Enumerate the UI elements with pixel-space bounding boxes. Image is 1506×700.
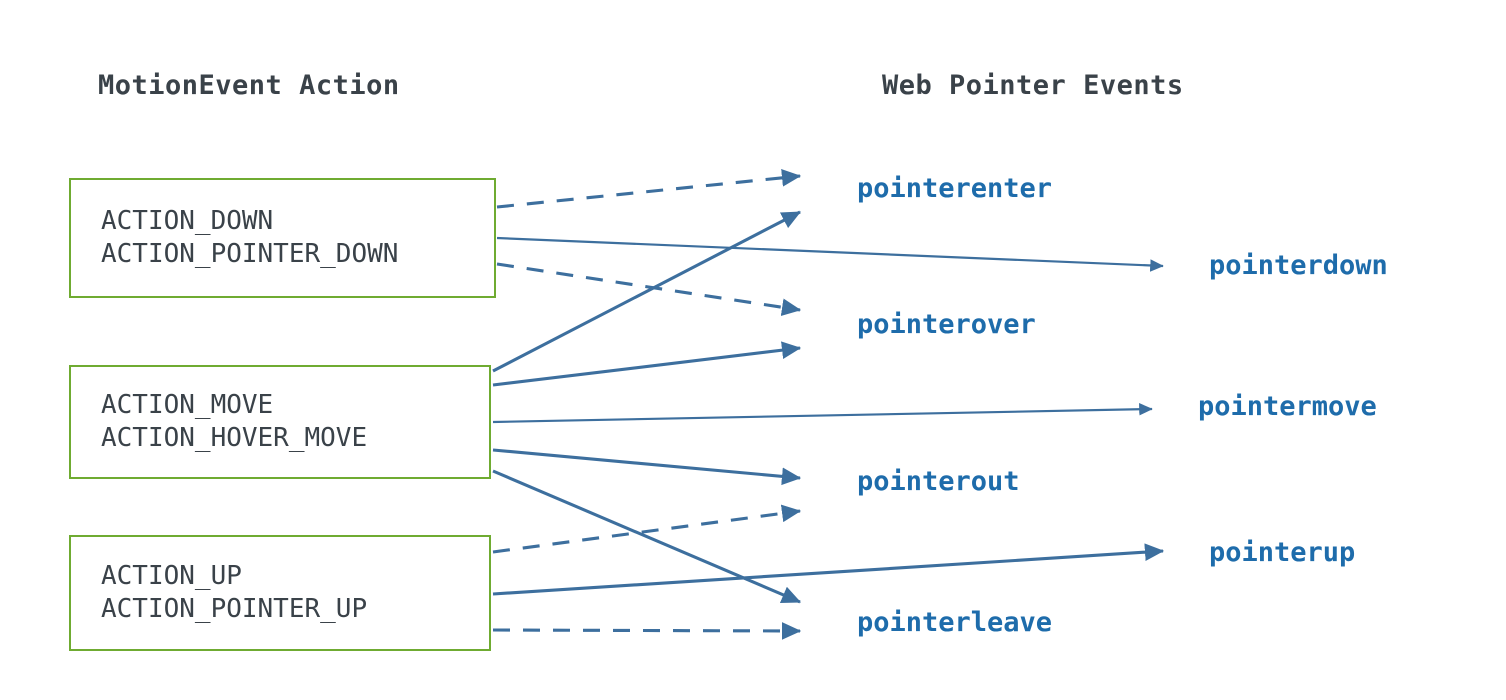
- connector-move-to-pointerleave: [492, 469, 802, 604]
- action-box-move[interactable]: ACTION_MOVE ACTION_HOVER_MOVE: [69, 365, 491, 479]
- event-label-pointerdown[interactable]: pointerdown: [1209, 250, 1388, 281]
- connector-down-to-pointerover: [496, 262, 802, 317]
- column-title-motionevent-action: MotionEvent Action: [98, 70, 400, 101]
- connector-up-to-pointerup: [492, 543, 1165, 596]
- column-title-web-pointer-events: Web Pointer Events: [882, 70, 1184, 101]
- connector-down-to-pointerenter: [496, 169, 802, 209]
- event-label-pointerover[interactable]: pointerover: [857, 309, 1036, 340]
- event-label-pointerup[interactable]: pointerup: [1209, 537, 1356, 568]
- connector-move-to-pointermove: [492, 402, 1153, 424]
- connector-move-to-pointerenter: [492, 210, 802, 373]
- connector-up-to-pointerleave: [492, 622, 802, 640]
- action-box-down-line-1: ACTION_DOWN: [101, 205, 274, 236]
- action-box-up[interactable]: ACTION_UP ACTION_POINTER_UP: [69, 535, 491, 651]
- action-box-down[interactable]: ACTION_DOWN ACTION_POINTER_DOWN: [69, 178, 496, 298]
- action-box-up-line-2: ACTION_POINTER_UP: [101, 594, 368, 624]
- event-label-pointerleave[interactable]: pointerleave: [857, 607, 1053, 638]
- connector-up-to-pointerout: [492, 504, 802, 554]
- connector-move-to-pointerout: [492, 448, 802, 486]
- event-label-pointermove[interactable]: pointermove: [1198, 391, 1377, 422]
- action-box-move-line-2: ACTION_HOVER_MOVE: [101, 423, 368, 453]
- event-label-pointerout[interactable]: pointerout: [857, 466, 1020, 497]
- event-label-pointerenter[interactable]: pointerenter: [857, 173, 1053, 204]
- connector-down-to-pointerdown: [496, 236, 1164, 272]
- connector-move-to-pointerover: [492, 341, 802, 387]
- action-box-up-line-1: ACTION_UP: [101, 560, 242, 591]
- action-box-move-line-1: ACTION_MOVE: [101, 389, 274, 420]
- action-box-down-line-2: ACTION_POINTER_DOWN: [101, 239, 399, 269]
